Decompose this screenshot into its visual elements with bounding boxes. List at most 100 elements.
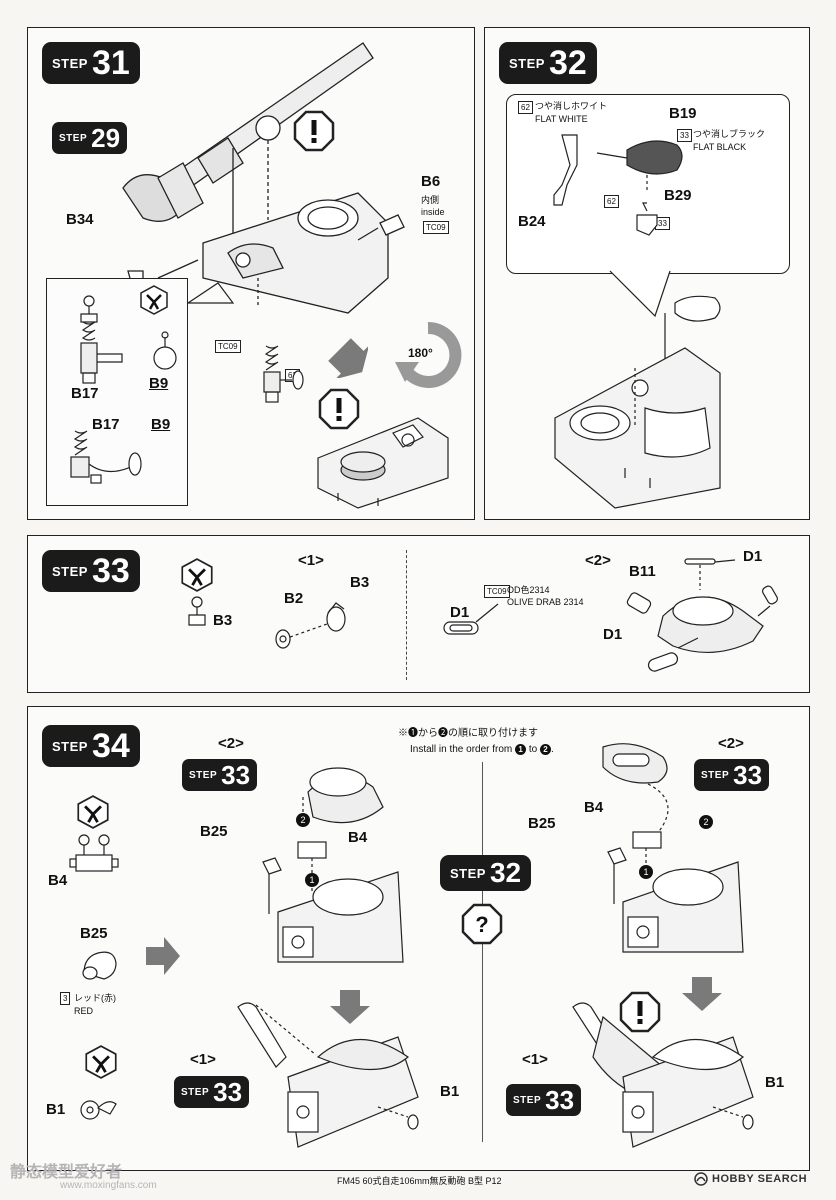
step29-ref-badge: STEP 29 (52, 122, 128, 154)
sub-1: <1> (298, 552, 324, 569)
svg-text:2: 2 (300, 815, 305, 825)
left-sub-2: <2> (218, 735, 244, 752)
left-assembly-top-art: 2 1 (262, 767, 404, 963)
grey-arrow-right (146, 937, 180, 975)
divider-dashed (406, 550, 407, 680)
paint-od-code: TC09 (484, 585, 510, 598)
label-b6: B6 (421, 173, 441, 190)
caution-icon-lower (318, 388, 360, 430)
gun-mount-illustration (48, 42, 405, 314)
step31-panel: STEP 31 STEP 29 (27, 27, 475, 520)
page-title: FM45 60式自走106mm無反動砲 B型 P12 (337, 1176, 502, 1186)
paint-red-jp: レッド(赤) (74, 993, 116, 1003)
step34-badge: STEP 34 (42, 725, 140, 767)
left-step33-ref-top: STEP 33 (182, 759, 258, 791)
svg-text:2: 2 (703, 817, 708, 827)
nipper-icon (140, 285, 168, 315)
svg-text:?: ? (475, 912, 488, 937)
right-label-b1: B1 (765, 1074, 785, 1091)
install-order-note-en: Install in the order from 1 to 2. (410, 744, 554, 755)
paint-flat-black-jp: つや消しブラック (693, 129, 766, 139)
paint-flat-white-num: 62 (518, 101, 533, 114)
label-b1: B1 (46, 1101, 66, 1118)
note-b6-en: inside (421, 207, 445, 217)
label-b4: B4 (48, 872, 68, 889)
label-d1-top: D1 (743, 548, 763, 565)
label-b24: B24 (518, 213, 546, 230)
caution-icon-right (619, 991, 661, 1033)
svg-text:1: 1 (643, 867, 648, 877)
center-step32-ref: STEP 32 (440, 855, 532, 891)
inset-parts-art (70, 295, 177, 484)
grey-direction-arrow (328, 338, 368, 378)
d1-ring-art (443, 603, 499, 635)
paint-tc09: TC09 (215, 340, 241, 353)
paint-red-num: 3 (60, 992, 71, 1005)
right-step33-ref-top: STEP 33 (694, 759, 770, 791)
label-b3-right: B3 (350, 574, 370, 591)
step34-panel: STEP 34 ※❶から❷の順に取り付けます Install in the or… (27, 706, 810, 1171)
label-b11: B11 (629, 563, 656, 580)
step32-panel: STEP 32 62 つや消しホワイト FLAT WHITE B19 33 つや… (484, 27, 810, 520)
left-label-b4: B4 (348, 829, 368, 846)
b3-small-art (188, 596, 206, 626)
paint-flat-white-en: FLAT WHITE (535, 114, 588, 124)
hobby-search-logo-mark (694, 1172, 708, 1186)
rotate-arrow-icon (395, 321, 462, 388)
nipper-icon (181, 558, 213, 592)
rotate-label: 180° (408, 346, 433, 360)
spring-part-art (263, 345, 304, 403)
step33-badge: STEP 33 (42, 550, 140, 592)
step31-badge: STEP 31 (42, 42, 140, 84)
paint-33: 33 (655, 217, 670, 230)
left-step33-ref-bottom: STEP 33 (174, 1076, 250, 1108)
right-sub-2: <2> (718, 735, 744, 752)
sub-2: <2> (585, 552, 611, 569)
label-b17: B17 (71, 385, 99, 402)
footer-left-watermark-url: www.moxingfans.com (60, 1180, 157, 1191)
step32-detail-box: 62 つや消しホワイト FLAT WHITE B19 33 つや消しブラック F… (506, 94, 790, 274)
turret-interior-illustration (554, 295, 721, 509)
left-label-b1: B1 (440, 1083, 460, 1100)
paint-od-en: OLIVE DRAB 2314 (507, 597, 584, 607)
left-assembly-bottom-art (237, 1002, 419, 1148)
note-b6-jp: 内側 (421, 195, 440, 205)
paint-flat-black-en: FLAT BLACK (693, 142, 747, 152)
left-sub-1: <1> (190, 1051, 216, 1068)
label-b17-lower: B17 (92, 416, 120, 433)
step33-panel: STEP 33 B3 <1> B2 B3 TC09 OD色2314 OLIVE … (27, 535, 810, 693)
right-label-b4: B4 (584, 799, 604, 816)
right-step33-ref-bottom: STEP 33 (506, 1084, 582, 1116)
label-b9-lower: B9 (151, 416, 171, 433)
center-divider (482, 762, 483, 1142)
label-b25: B25 (80, 925, 108, 942)
inset-detail-box: B17 B9 B17 B9 (46, 278, 188, 506)
left-label-b25: B25 (200, 823, 228, 840)
b1-part-art (80, 1100, 117, 1120)
sight-parts-art (553, 134, 683, 236)
label-b34: B34 (66, 211, 94, 228)
grey-arrow-down-left (330, 990, 370, 1024)
label-d1: D1 (450, 604, 470, 621)
grey-arrow-down-right (682, 977, 722, 1011)
paint-flat-white-jp: つや消しホワイト (535, 101, 608, 111)
paint-62: 62 (604, 195, 619, 208)
question-icon: ? (461, 903, 503, 945)
label-b3: B3 (213, 612, 233, 629)
hobby-search-logo: HOBBY SEARCH (694, 1172, 807, 1186)
step32-badge: STEP 32 (499, 42, 597, 84)
label-b2: B2 (284, 590, 304, 607)
install-order-note-jp: ※❶から❷の順に取り付けます (398, 728, 538, 739)
label-b19: B19 (669, 105, 697, 122)
caution-icon (293, 110, 335, 152)
paint-red-en: RED (74, 1006, 94, 1016)
paint-flat-black-num: 33 (677, 129, 692, 142)
cupola-b11-art (626, 558, 778, 672)
callout-pointer (609, 270, 671, 318)
paint-od-jp: OD色2314 (507, 585, 550, 595)
label-b9: B9 (149, 375, 169, 392)
b4-part-art (69, 834, 119, 872)
right-assembly-bottom-art (572, 1002, 754, 1148)
label-d1-left: D1 (603, 626, 623, 643)
underside-illustration (317, 417, 449, 509)
